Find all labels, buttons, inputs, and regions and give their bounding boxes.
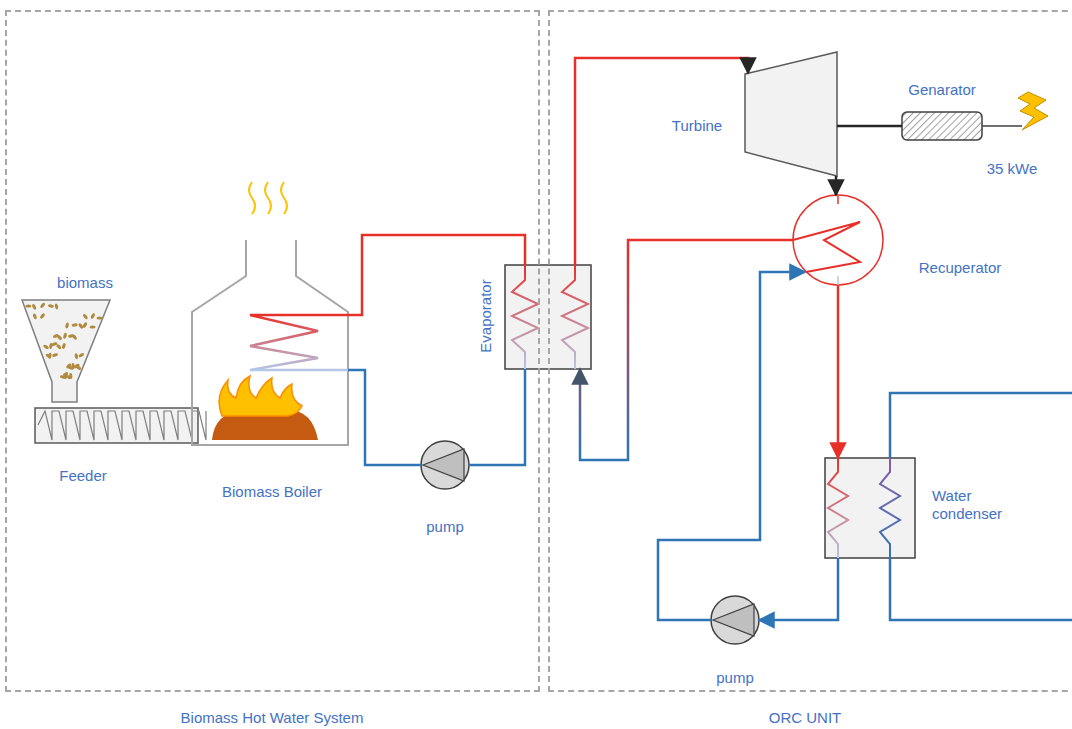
component-label: pump	[716, 669, 754, 687]
component-label: Recuperator	[919, 259, 1002, 277]
component-label: Water condenser	[932, 487, 1032, 523]
feeder-node: Feeder	[35, 408, 198, 443]
component-label: Turbine	[672, 117, 722, 135]
component-label: Evaporator	[477, 279, 495, 352]
pump-node: pump	[711, 596, 759, 644]
boiler-node: Biomass Boiler	[192, 240, 348, 445]
pipe-connector	[837, 285, 840, 458]
power-output: 35 kWe	[987, 160, 1038, 177]
region-panel: Biomass Hot Water SystembiomassFeederBio…	[5, 10, 540, 692]
pipe-connector	[580, 240, 793, 460]
water-condenser	[825, 393, 1072, 620]
pipe-connector	[835, 176, 838, 195]
pipe-connector	[759, 558, 838, 620]
component-label: Genarator	[908, 81, 976, 99]
region-title: ORC UNIT	[769, 709, 842, 727]
boiler-housing	[192, 182, 348, 445]
pipe-connector	[658, 272, 805, 620]
component-label: Biomass Boiler	[222, 483, 322, 501]
pipe-connector	[837, 125, 902, 128]
turbine-symbol	[745, 52, 837, 176]
recuperator-exchanger	[793, 195, 883, 285]
region-title: Biomass Hot Water System	[181, 709, 364, 727]
component-label: biomass	[57, 274, 113, 292]
biomass-hopper	[22, 300, 110, 402]
pipe-connector	[348, 370, 421, 465]
generator-symbol	[902, 92, 1048, 140]
component-label: Feeder	[59, 467, 107, 485]
pipe-connector	[469, 369, 525, 465]
recuperator-node: Recuperator	[793, 195, 883, 285]
generator-node: Genarator	[902, 112, 982, 140]
pipe-connector	[575, 58, 748, 265]
pump-symbol	[421, 441, 759, 644]
turbine-node: Turbine	[745, 52, 837, 176]
hopper-node: biomass	[22, 300, 110, 402]
region-panel: ORC UNITTurbineGenaratorRecuperatorWater…	[548, 10, 1072, 692]
pump-node: pump	[421, 441, 469, 489]
pipe-connector	[348, 235, 525, 315]
condenser-node: Water condenser	[825, 458, 915, 558]
screw-feeder	[35, 408, 206, 443]
evaporator-node: Evaporator	[505, 265, 591, 369]
component-label: pump	[426, 518, 464, 536]
